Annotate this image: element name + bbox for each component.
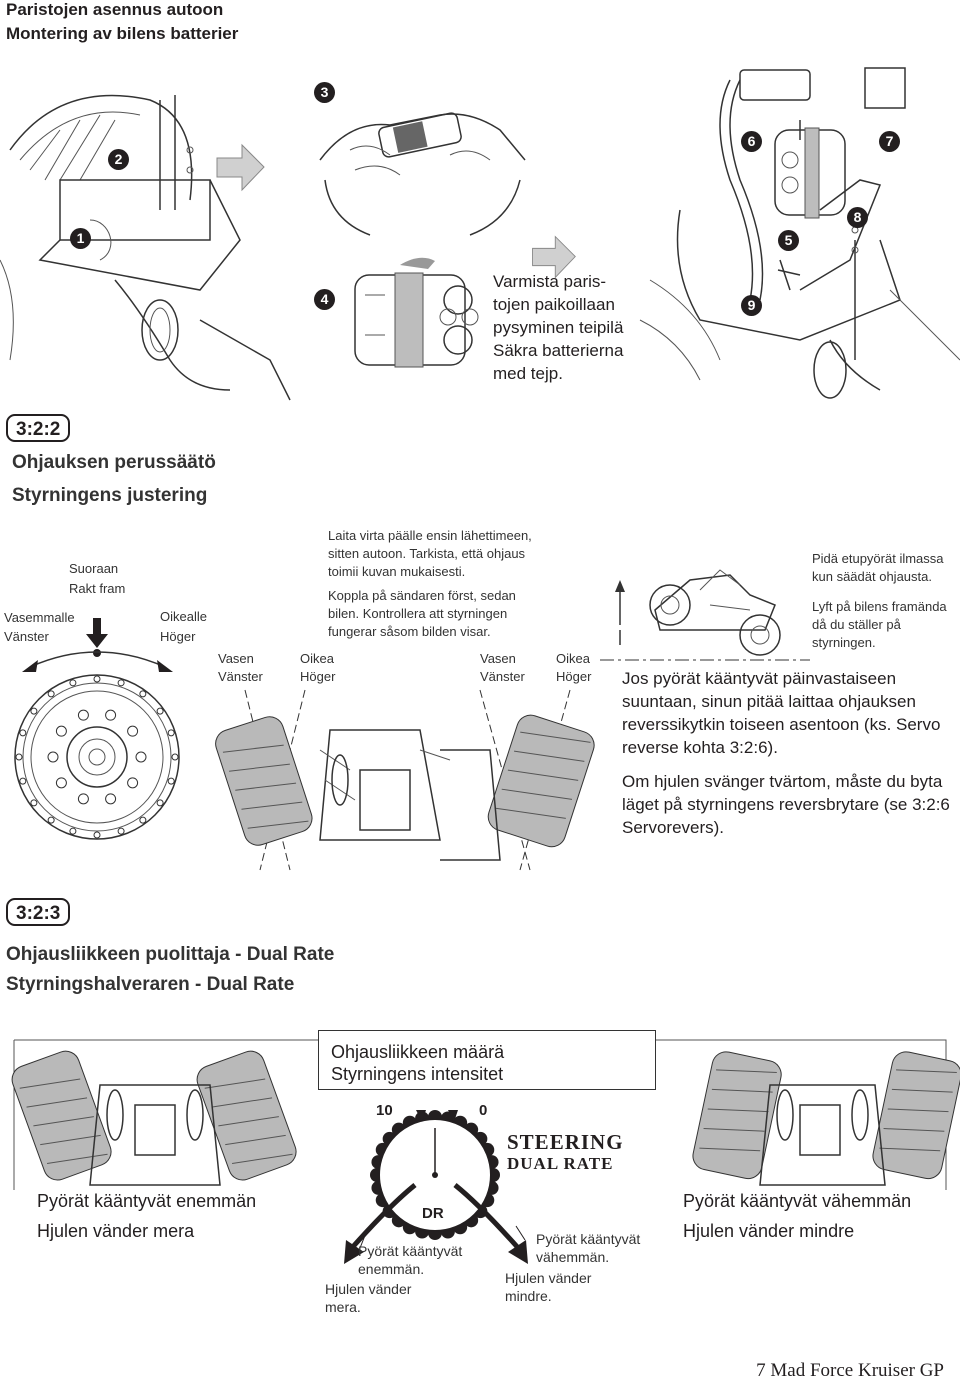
reverse-note-sv: Om hjulen svänger tvärtom, måste du byta… [622,772,950,837]
car1-right-sv: Höger [300,669,336,684]
step-4-badge: 4 [314,289,335,310]
page-footer: 7 Mad Force Kruiser GP [756,1360,944,1381]
dial-dr-label: DR [422,1205,444,1222]
step-1-badge: 1 [70,228,91,249]
step-6-badge: 6 [741,131,762,152]
steering-intensity-box: Ohjausliikkeen määrä Styrningens intensi… [318,1030,656,1090]
car-steering-left-illustration [215,689,451,871]
steering-wheel-illustration [14,618,180,840]
instructions-fi: Laita virta päälle ensin lähettimeen, si… [328,528,532,579]
wheel-right-sv: Höger [160,629,196,644]
section-322-title-sv: Styrningens justering [12,485,208,506]
right-less-sv: Hjulen vänder mindre [683,1221,855,1241]
car1-left-fi: Vasen [218,651,254,666]
right-less-fi: Pyörät kääntyvät vähemmän [683,1191,912,1211]
section-323-title-sv: Styrningshalveraren - Dual Rate [6,974,295,995]
step-5-badge: 5 [778,230,799,251]
arrow-right-icon [532,235,576,279]
car2-right-fi: Oikea [556,651,590,666]
title-fi: Paristojen asennus autoon [6,0,224,19]
dial-more-sv: Hjulen vänder mera. [325,1281,412,1315]
left-more-fi: Pyörät kääntyvät enemmän [37,1191,257,1211]
title-sv: Montering av bilens batterier [6,24,239,43]
section-number-323: 3:2:3 [6,898,71,926]
arrow-right-icon [216,143,265,192]
dial-less-fi: Pyörät kääntyvät vähemmän. [536,1231,641,1265]
battery-pack-tape-illustration [354,257,479,368]
dial-less-sv: Hjulen vänder mindre. [505,1270,592,1304]
hands-battery-illustration [319,112,526,236]
section-322-title-fi: Ohjauksen perussäätö [12,452,216,473]
reverse-note-fi: Jos pyörät kääntyvät päinvastaiseen suun… [622,669,941,757]
dial-label-0: 0 [479,1102,488,1119]
car1-right-fi: Oikea [300,651,334,666]
wheel-left-sv: Vänster [4,629,49,644]
chassis-battery-illustration-right [639,67,960,399]
lift-note-sv: Lyft på bilens framända då du ställer på… [812,599,947,650]
chassis-battery-illustration-left [0,94,291,401]
lift-note-fi: Pidä etupyörät ilmassa kun säädät ohjaus… [812,551,944,584]
car2-right-sv: Höger [556,669,592,684]
step-3-badge: 3 [314,82,335,103]
section-number-322: 3:2:2 [6,414,71,442]
tape-note: Varmista paris- tojen paikoillaan pysymi… [493,272,624,383]
dial-label-10: 10 [376,1102,393,1119]
steering-logo-text: STEERING [507,1130,624,1154]
car2-left-sv: Vänster [480,669,525,684]
left-more-sv: Hjulen vänder mera [37,1221,195,1241]
wheel-left-fi: Vasemmalle [4,610,75,625]
car1-left-sv: Vänster [218,669,263,684]
wheel-straight-fi: Suoraan [69,561,119,576]
dual-rate-dial [344,1110,528,1264]
car2-left-fi: Vasen [480,651,516,666]
step-8-badge: 8 [847,207,868,228]
step-7-badge: 7 [879,131,900,152]
step-9-badge: 9 [741,295,762,316]
lifted-car-illustration [600,569,810,661]
car-steering-right-illustration [440,689,595,871]
dual-rate-logo-text: DUAL RATE [507,1154,614,1173]
wheel-straight-sv: Rakt fram [69,581,126,596]
wheel-right-fi: Oikealle [160,609,207,624]
car-more-steering-illustration [11,1050,297,1186]
step-2-badge: 2 [108,149,129,170]
instructions-sv: Koppla på sändaren först, sedan bilen. K… [328,588,516,639]
section-323-title-fi: Ohjausliikkeen puolittaja - Dual Rate [6,944,335,965]
car-less-steering-illustration [692,1051,960,1186]
dial-more-fi: Pyörät kääntyvät enemmän. [358,1243,463,1277]
